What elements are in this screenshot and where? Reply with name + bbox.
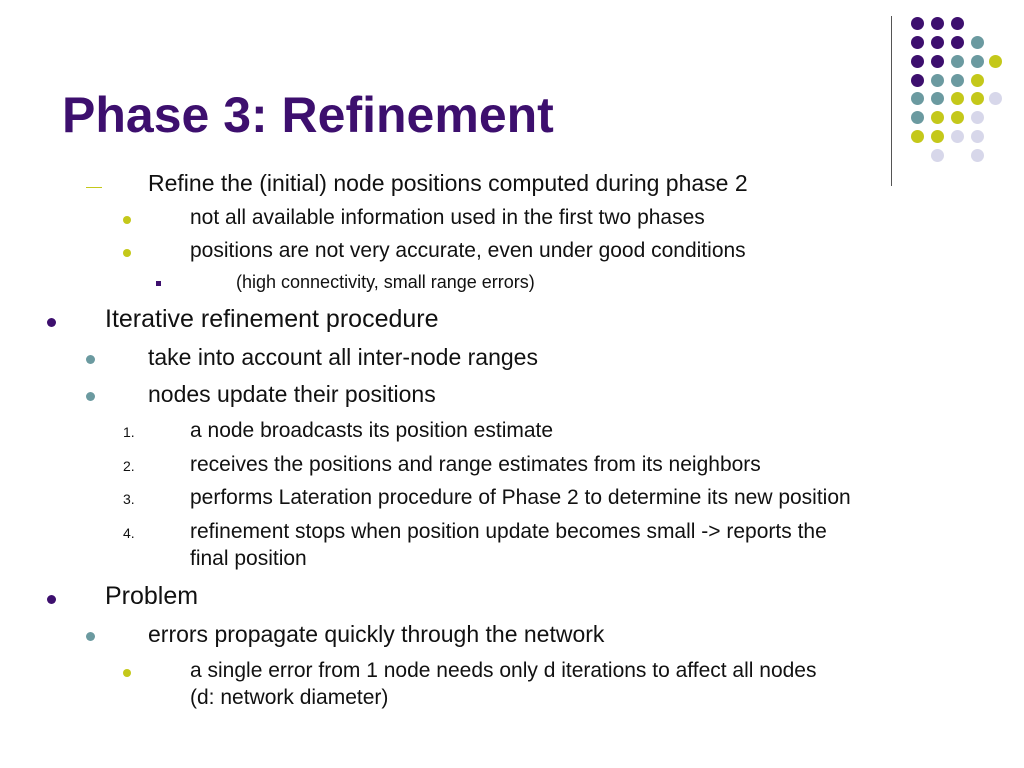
- decor-dot: [971, 111, 984, 124]
- decor-dot: [951, 55, 964, 68]
- decor-dot: [971, 92, 984, 105]
- bullet-text: (high connectivity, small range errors): [236, 272, 535, 292]
- teal-bullet-icon: [86, 392, 95, 401]
- bullet-text: positions are not very accurate, even un…: [190, 239, 746, 262]
- bullet-text: take into account all inter-node ranges: [148, 344, 538, 370]
- decor-dot: [971, 74, 984, 87]
- decor-dot: [911, 36, 924, 49]
- step-text: receives the positions and range estimat…: [190, 453, 761, 476]
- decor-dot: [931, 17, 944, 30]
- decor-dot: [951, 130, 964, 143]
- decor-dot: [931, 130, 944, 143]
- bullet-text: a single error from 1 node needs only d …: [190, 659, 817, 682]
- yellow-bullet-icon: [123, 216, 131, 224]
- decor-dot: [931, 36, 944, 49]
- decor-dot: [931, 74, 944, 87]
- decor-dot: [931, 92, 944, 105]
- decor-dot: [931, 111, 944, 124]
- decor-dot: [971, 149, 984, 162]
- bullet-text: Problem: [105, 582, 199, 610]
- teal-bullet-icon: [86, 632, 95, 641]
- decor-dot: [971, 36, 984, 49]
- decor-dot: [989, 92, 1002, 105]
- decor-dot: [971, 130, 984, 143]
- step-number: 4.: [123, 525, 135, 541]
- bullet-text: nodes update their positions: [148, 381, 436, 407]
- decor-dot: [911, 55, 924, 68]
- yellow-bullet-icon: [123, 669, 131, 677]
- step-number: 1.: [123, 424, 135, 440]
- step-number: 3.: [123, 491, 135, 507]
- step-text: performs Lateration procedure of Phase 2…: [190, 486, 851, 509]
- yellow-bullet-icon: [123, 249, 131, 257]
- teal-bullet-icon: [86, 355, 95, 364]
- decor-dot: [951, 17, 964, 30]
- purple-bullet-icon: [47, 318, 56, 327]
- decor-dot: [951, 92, 964, 105]
- decor-dot: [951, 36, 964, 49]
- step-text: a node broadcasts its position estimate: [190, 419, 554, 442]
- step-text-continued: final position: [190, 547, 307, 570]
- decor-dot: [931, 55, 944, 68]
- dash-bullet-icon: [86, 187, 102, 188]
- bullet-text: errors propagate quickly through the net…: [148, 621, 605, 647]
- decor-dot: [989, 55, 1002, 68]
- decor-dot: [911, 92, 924, 105]
- step-number: 2.: [123, 458, 135, 474]
- decor-dot: [951, 74, 964, 87]
- bullet-text: Refine the (initial) node positions comp…: [148, 170, 748, 196]
- bullet-text: Iterative refinement procedure: [105, 305, 439, 333]
- step-text: refinement stops when position update be…: [190, 520, 827, 543]
- square-bullet-icon: [156, 281, 161, 286]
- decor-dot: [911, 130, 924, 143]
- purple-bullet-icon: [47, 595, 56, 604]
- decor-dot: [971, 55, 984, 68]
- decor-dot: [931, 149, 944, 162]
- decorative-vertical-line: [891, 16, 892, 186]
- slide-title: Phase 3: Refinement: [62, 87, 554, 143]
- decor-dot: [911, 111, 924, 124]
- decor-dot: [911, 74, 924, 87]
- bullet-text: not all available information used in th…: [190, 206, 705, 229]
- decor-dot: [951, 111, 964, 124]
- decor-dot: [911, 17, 924, 30]
- bullet-text-continued: (d: network diameter): [190, 686, 389, 709]
